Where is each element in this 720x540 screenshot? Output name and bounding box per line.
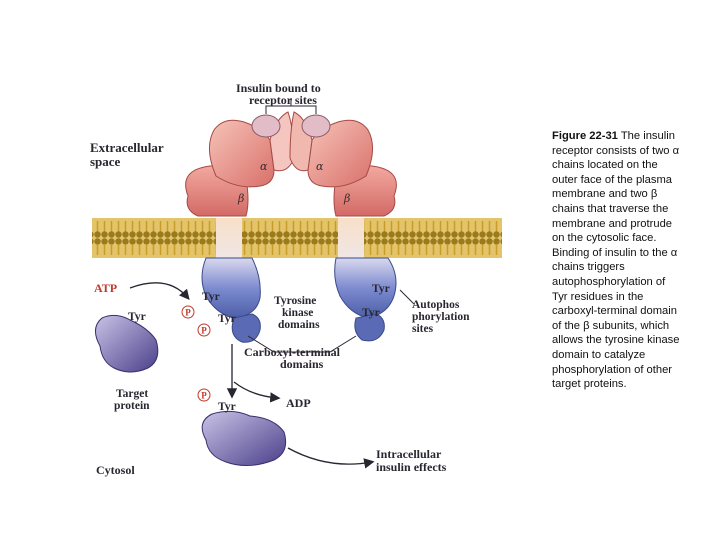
cytosol-label: Cytosol [96,463,135,477]
svg-text:P: P [201,391,207,401]
caption-text: The insulin receptor consists of two α c… [552,130,680,391]
plasma-membrane [92,218,502,258]
insulin-receptor-figure: P P P Insulin bound to receptor sites Ex… [38,78,510,488]
carboxyl-label-line1: Carboxyl-terminal [244,345,341,359]
phosphate-circle-2: P [197,323,211,337]
tyr-target-label: Tyr [128,311,146,323]
intracellular-label-line2: insulin effects [376,460,447,474]
transmembrane-segment-right [338,218,364,258]
svg-text:P: P [201,326,207,336]
atp-arrow [129,282,190,300]
adp-label: ADP [286,396,311,410]
phosphate-circle-3: P [197,388,211,402]
alpha-label-left: α [260,160,268,173]
insulin-bound-label-line2: receptor sites [249,93,317,107]
transmembrane-segment-left [216,218,242,258]
autophos-leader [399,289,415,305]
adp-arrow [233,381,281,403]
atp-label: ATP [94,281,117,295]
extracellular-label-line1: Extracellular [90,140,164,155]
beta-label-right: β [343,192,350,205]
svg-text:P: P [185,308,191,318]
target-protein-label-line1: Target [116,388,148,400]
alpha-label-right: α [316,160,324,173]
target-protein-label-line2: protein [114,400,150,412]
tyrosine-kinase-label-line1: Tyrosine [274,295,316,307]
insulin-left [251,114,281,138]
kinase-domain-left [201,257,261,319]
tyr-label-right-lower: Tyr [362,307,380,319]
autophos-label-line2: phorylation [412,311,470,323]
tyrosine-kinase-label-line2: kinase [282,307,313,319]
figure-svg: P P P Insulin bound to receptor sites Ex… [90,81,502,477]
insulin-bound-label-line1: Insulin bound to [236,81,321,95]
phosphorylated-target-protein [201,410,287,466]
tyr-label-left-upper: Tyr [202,291,220,303]
tyr-label-product: Tyr [218,401,236,413]
autophos-label-line1: Autophos [412,299,460,311]
carboxyl-domain-left [231,313,261,343]
carboxyl-domain-right [354,313,385,342]
beta-label-left: β [237,192,244,205]
target-protein [95,314,159,373]
insulin-site-bracket [265,105,317,114]
figure-number: Figure 22-31 [552,130,618,142]
autophos-label-line3: sites [412,323,434,335]
carboxyl-label-line2: domains [280,357,324,371]
tyr-label-left-lower: Tyr [218,313,236,325]
insulin-right [301,114,331,138]
tyrosine-kinase-label-line3: domains [278,319,320,331]
intracellular-label-line1: Intracellular [376,447,442,461]
figure-caption: Figure 22-31 The insulin receptor consis… [552,129,682,392]
carboxyl-leader [247,335,357,353]
tyr-label-right-upper: Tyr [372,283,390,295]
effects-arrow [287,447,375,469]
extracellular-label-line2: space [90,154,121,169]
phosphate-circle-1: P [181,305,195,319]
